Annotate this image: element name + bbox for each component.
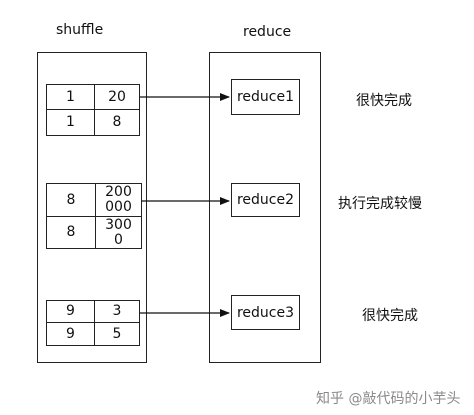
- group-2-key-1: 8: [46, 183, 96, 217]
- watermark-text: 知乎 @敲代码的小芋头: [316, 391, 461, 407]
- group-2-key-2: 8: [46, 216, 96, 249]
- reducer-box-3: reduce3: [231, 295, 300, 330]
- group-1-value-2: 8: [94, 109, 140, 136]
- group-2-value-1: 200000: [95, 183, 142, 217]
- group-3-key-2: 9: [46, 322, 95, 346]
- reducer-box-2: reduce2: [231, 183, 300, 217]
- note-1: 很快完成: [356, 93, 412, 109]
- group-3-value-2: 5: [94, 322, 140, 346]
- group-1-value-1: 20: [94, 84, 140, 110]
- shuffle-title: shuffle: [56, 22, 104, 38]
- group-2-value-2: 3000: [95, 216, 142, 249]
- note-2: 执行完成较慢: [338, 196, 422, 212]
- reducer-box-1: reduce1: [231, 79, 300, 115]
- group-1-key-1: 1: [46, 84, 95, 110]
- note-3: 很快完成: [362, 308, 418, 324]
- reduce-title: reduce: [243, 24, 292, 40]
